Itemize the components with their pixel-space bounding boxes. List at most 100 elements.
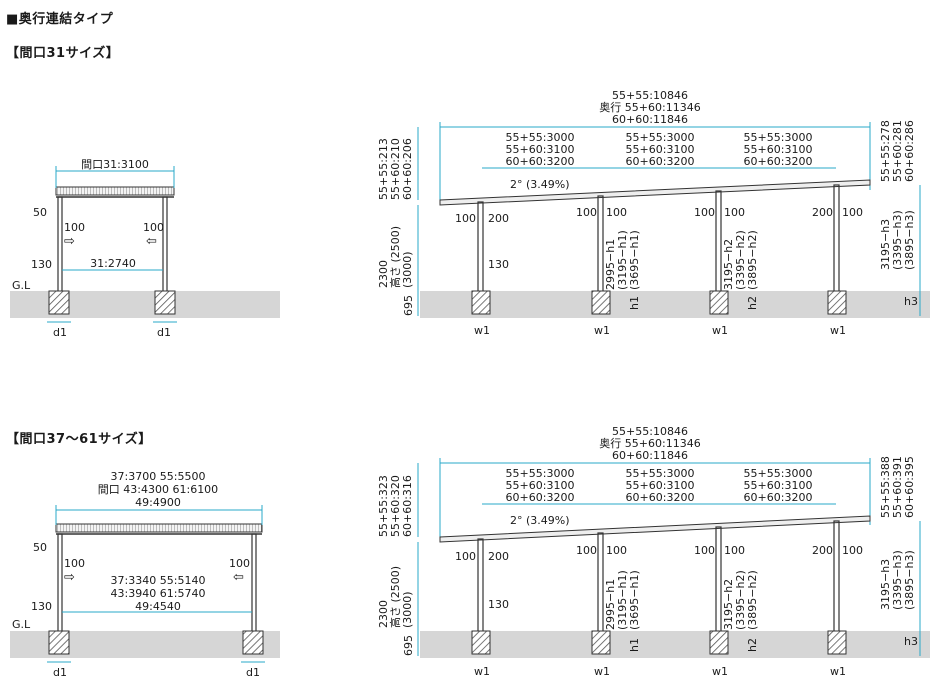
- footing-1: [471, 630, 491, 655]
- dim-100-left: 100: [64, 557, 85, 570]
- right-top-b: 55+60:281: [891, 120, 904, 182]
- seg3-b: 55+60:3100: [744, 479, 813, 492]
- seg2-c: 60+60:3200: [626, 491, 695, 504]
- h2-expr-b: (3395−h2): [734, 570, 747, 630]
- footing-4: [827, 630, 847, 655]
- seg3-b: 55+60:3100: [744, 143, 813, 156]
- post-left: [57, 533, 63, 634]
- footing-right: [242, 630, 264, 655]
- post-4: [833, 184, 840, 295]
- seg3-a: 55+55:3000: [744, 467, 813, 480]
- dim-695: 695: [402, 295, 415, 316]
- h3-label: h3: [904, 295, 918, 308]
- seg1-c: 60+60:3200: [506, 491, 575, 504]
- dim-50: 50: [33, 541, 47, 554]
- w1-4: w1: [830, 324, 846, 337]
- footing-2: [591, 290, 611, 315]
- h1-label: h1: [628, 638, 641, 652]
- section-title-31: 【間口31サイズ】: [6, 46, 120, 61]
- seg1-c: 60+60:3200: [506, 155, 575, 168]
- footing-3: [709, 630, 729, 655]
- footing-left: [48, 630, 70, 655]
- right-top-b: 55+60:391: [891, 456, 904, 518]
- dim-130: 130: [31, 258, 52, 271]
- lbl-200: 200: [488, 212, 509, 225]
- post-right: [251, 533, 257, 634]
- h3-expr-c: (3895−h3): [903, 550, 916, 610]
- lbl-100: 100: [455, 550, 476, 563]
- post-right: [162, 196, 168, 294]
- w1-4: w1: [830, 665, 846, 678]
- height-a: 2300: [377, 600, 390, 628]
- depth-total-3: 60+60:11846: [612, 449, 688, 462]
- dim-100-right: 100: [229, 557, 250, 570]
- seg1-a: 55+55:3000: [506, 131, 575, 144]
- dim-130: 130: [31, 600, 52, 613]
- lbl-100: 100: [694, 544, 715, 557]
- post-2: [597, 532, 604, 634]
- inner-width-b: 43:3940 61:5740: [111, 587, 206, 600]
- seg1-b: 55+60:3100: [506, 479, 575, 492]
- arrow-left-icon: ⇦: [146, 234, 157, 249]
- side-view-1: 55+55:10846 奥行 55+60:11346 60+60:11846 5…: [377, 89, 930, 337]
- d1-left: d1: [53, 666, 67, 679]
- height-b: 高さ (2500): [388, 226, 402, 288]
- side-view-2: 55+55:10846 奥行 55+60:11346 60+60:11846 5…: [377, 425, 930, 678]
- lbl-100: 100: [576, 206, 597, 219]
- seg3-c: 60+60:3200: [744, 491, 813, 504]
- seg1-b: 55+60:3100: [506, 143, 575, 156]
- seg2-c: 60+60:3200: [626, 155, 695, 168]
- dim-695: 695: [402, 635, 415, 656]
- seg1-a: 55+55:3000: [506, 467, 575, 480]
- ground-fill: [420, 291, 930, 318]
- arrow-right-icon: ⇨: [64, 570, 75, 585]
- front-view-37-61: G.L 37:3700 55:5500 間口 43:4300 61:6100 4…: [10, 470, 280, 679]
- inner-width-c: 49:4540: [135, 600, 181, 613]
- gl-label: G.L: [12, 279, 31, 292]
- lbl-100: 100: [842, 206, 863, 219]
- left-top-a: 55+55:323: [377, 475, 390, 537]
- right-top-c: 60+60:286: [903, 120, 916, 182]
- arrow-left-icon: ⇦: [233, 570, 244, 585]
- section-title-37-61: 【間口37〜61サイズ】: [6, 432, 152, 447]
- h2-expr-c: (3895−h2): [746, 570, 759, 630]
- lbl-100: 100: [724, 544, 745, 557]
- height-a: 2300: [377, 260, 390, 288]
- w1-3: w1: [712, 665, 728, 678]
- post-1: [477, 201, 484, 295]
- right-top-c: 60+60:395: [903, 456, 916, 518]
- seg2-a: 55+55:3000: [626, 131, 695, 144]
- right-top-a: 55+55:388: [879, 456, 892, 518]
- lbl-100: 100: [576, 544, 597, 557]
- gl-label: G.L: [12, 618, 31, 631]
- footing-4: [827, 290, 847, 315]
- h3-expr-a: 3195−h3: [879, 219, 892, 270]
- h1-expr-a: 2995−h1: [604, 579, 617, 630]
- h2-expr-a: 3195−h2: [722, 579, 735, 630]
- page-title: ■奥行連結タイプ: [6, 12, 114, 27]
- post-1: [477, 538, 484, 634]
- h2-expr-a: 3195−h2: [722, 239, 735, 290]
- left-top-b: 55+60:210: [389, 138, 402, 200]
- left-top-c: 60+60:316: [401, 475, 414, 537]
- seg2-b: 55+60:3100: [626, 479, 695, 492]
- h1-expr-c: (3695−h1): [628, 570, 641, 630]
- h1-expr-c: (3695−h1): [628, 230, 641, 290]
- seg3-a: 55+55:3000: [744, 131, 813, 144]
- d1-left: d1: [53, 326, 67, 339]
- seg3-c: 60+60:3200: [744, 155, 813, 168]
- lbl-200: 200: [812, 544, 833, 557]
- footing-left: [48, 290, 70, 315]
- lbl-100: 100: [842, 544, 863, 557]
- d1-right: d1: [157, 326, 171, 339]
- h3-expr-b: (3395−h3): [891, 210, 904, 270]
- lbl-100: 100: [606, 206, 627, 219]
- height-c: (3000): [401, 591, 414, 628]
- h1-expr-b: (3195−h1): [616, 230, 629, 290]
- seg2-a: 55+55:3000: [626, 467, 695, 480]
- footing-3: [709, 290, 729, 315]
- depth-total-2: 奥行 55+60:11346: [599, 436, 700, 450]
- lbl-100: 100: [694, 206, 715, 219]
- roof-side: [439, 515, 871, 543]
